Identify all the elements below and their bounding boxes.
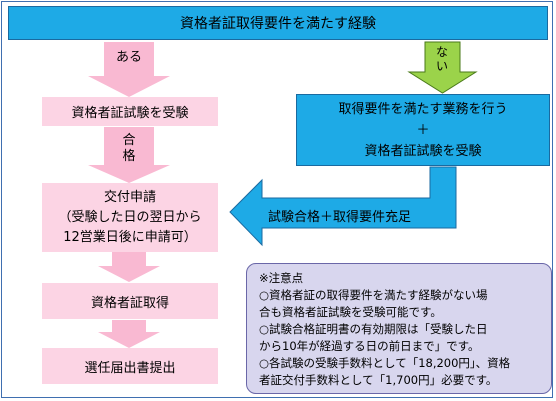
apply-line1: 交付申請 <box>103 189 156 205</box>
arrow-merge <box>229 166 457 247</box>
no-experience-box: 取得要件を満たす業務を行う ＋ 資格者証試験を受験 <box>296 94 550 166</box>
notes-heading: ※注意点 <box>259 271 304 285</box>
notes-line: ○試験合格証明書の有効期限は「受験した日 <box>259 322 488 336</box>
no-path-line1: 取得要件を満たす業務を行う <box>338 102 508 117</box>
apply-line2: （受験した日の翌日から <box>58 209 202 225</box>
pass-label: 合格 <box>121 133 137 165</box>
pass-text: 合格 <box>122 133 136 164</box>
apply-line3: 12営業日後に申請可） <box>63 229 197 245</box>
arrow-obtain <box>98 320 160 348</box>
no-path-plus: ＋ <box>416 123 430 138</box>
branch-no-label: ない <box>435 45 448 73</box>
arrow-apply <box>98 252 160 282</box>
step-apply: 交付申請 （受験した日の翌日から 12営業日後に申請可） <box>42 183 218 252</box>
arrow-pass <box>88 127 170 183</box>
notes-line: から10年が経過する日の前日まで」です。 <box>259 339 480 353</box>
notes-line: ○資格者証の取得要件を満たす経験がない場 <box>259 288 488 302</box>
step-submit: 選任届出書提出 <box>42 348 218 384</box>
notes-line: 合も資格者証試験を受験可能です。 <box>259 305 442 319</box>
arrow-no <box>407 41 478 94</box>
title-bar: 資格者証取得要件を満たす経験 <box>8 6 548 40</box>
no-path-line2: 資格者証試験を受験 <box>364 144 482 159</box>
step-obtain: 資格者証取得 <box>42 283 218 319</box>
merge-label: 試験合格＋取得要件充足 <box>268 210 412 225</box>
notes-box: ※注意点 ○資格者証の取得要件を満たす経験がない場 合も資格者証試験を受験可能で… <box>246 263 552 394</box>
step-exam: 資格者証試験を受験 <box>42 97 218 126</box>
notes-line: ○各試験の受験手数料として「18,200円」、資格 <box>259 356 511 370</box>
branch-yes-label: ある <box>115 50 142 65</box>
arrow-yes <box>88 42 170 97</box>
notes-line: 者証交付手数料として「1,700円」必要です。 <box>259 373 498 387</box>
